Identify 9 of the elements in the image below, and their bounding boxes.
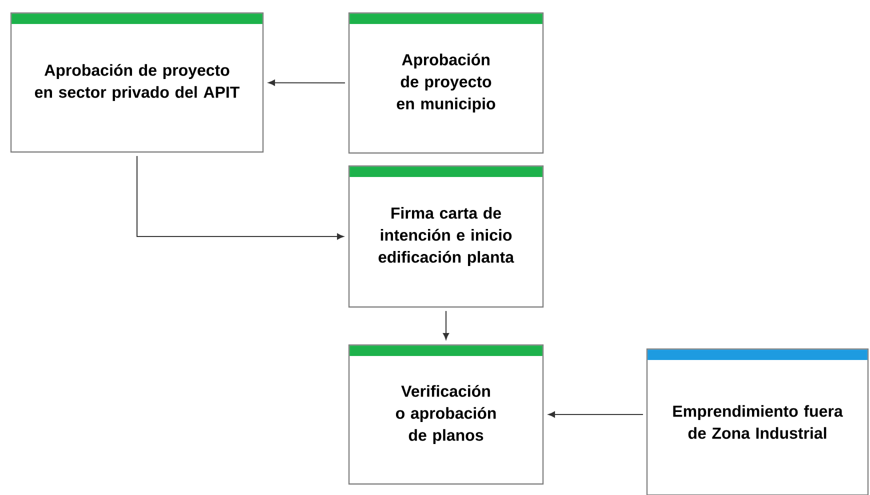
process-box: Verificación o aprobación de planos [348,344,544,485]
process-box: Aprobación de proyecto en municipio [348,12,544,154]
process-box: Emprendimiento fuera de Zona Industrial [646,348,869,495]
process-box: Aprobación de proyecto en sector privado del APIT [10,12,264,153]
arrow [548,411,644,418]
process-box: Firma carta de intención e inicio edificación planta [348,165,544,308]
arrow [442,310,450,340]
arrow [268,80,346,86]
arrow [136,156,344,240]
